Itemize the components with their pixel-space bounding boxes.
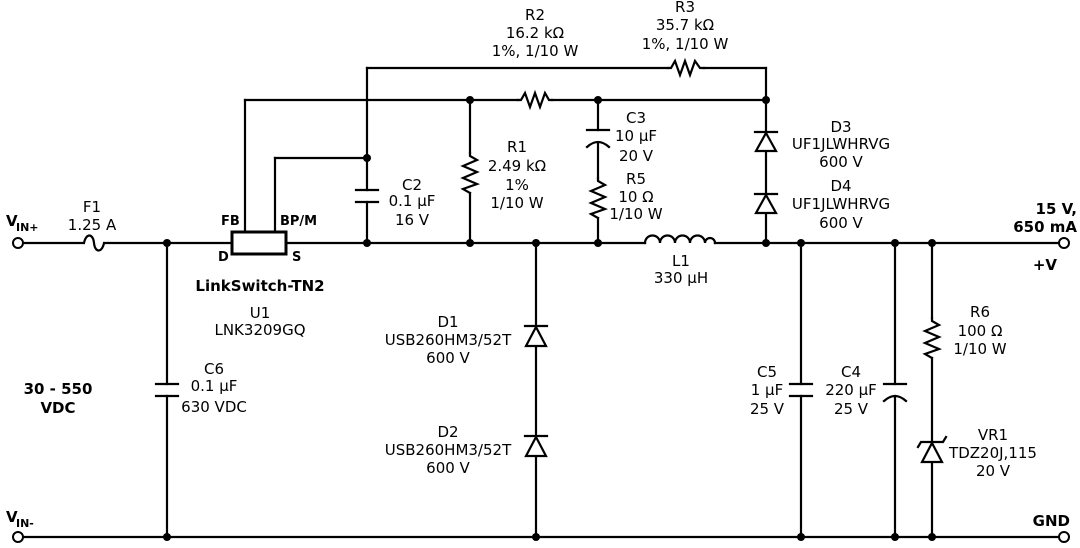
diode-d1 [523,324,549,348]
c2-ref: C2 [402,176,422,194]
capacitor-c2 [354,188,380,204]
r1-tolerance: 1% [505,176,529,194]
resistor-r2 [516,89,554,111]
wires [22,66,1062,539]
c6-rating: 630 VDC [181,398,247,416]
output-current-label: 650 mA [1013,218,1077,236]
ic-pin-s: S [292,250,301,265]
d3-rating: 600 V [819,153,863,171]
l1-ref: L1 [672,252,690,270]
diode-d4 [753,192,779,215]
vr1-part: TDZ20J,115 [948,444,1037,462]
resistor-r6 [922,316,943,360]
r5-power: 1/10 W [609,205,662,223]
d1-rating: 600 V [426,349,470,367]
vin-minus-label: V IN- [6,508,34,530]
c4-value: 220 µF [825,381,877,399]
d1-part: USB260HM3/52T [385,331,512,349]
zener-vr1 [916,435,948,464]
d3-ref: D3 [830,118,851,136]
capacitor-c4 [882,382,908,403]
r3-spec: 1%, 1/10 W [642,35,729,53]
c3-value: 10 µF [615,127,657,145]
diode-d3 [753,130,779,153]
ic-pin-fb: FB [221,214,240,229]
d4-rating: 600 V [819,214,863,232]
ic-part: LNK3209GQ [214,321,305,339]
terminals [12,237,1070,543]
r1-power: 1/10 W [490,194,543,212]
gnd-label: GND [1033,512,1070,530]
r2-value: 16.2 kΩ [506,24,564,42]
input-range-line1: 30 - 550 [24,380,93,398]
c3-rating: 20 V [619,147,654,165]
l1-value: 330 µH [654,269,708,287]
r3-ref: R3 [675,0,695,16]
ic-pin-bp: BP/M [280,214,317,229]
d2-part: USB260HM3/52T [385,441,512,459]
d3-part: UF1JLWHRVG [792,135,890,153]
inductor-l1 [643,234,717,245]
output-voltage-label: 15 V, [1036,200,1077,218]
resistor-r1 [460,151,481,195]
svg-text:V: V [6,508,18,526]
svg-text:V: V [6,212,18,230]
gnd-terminal [1058,531,1070,543]
diode-d2 [523,434,549,458]
r1-ref: R1 [507,138,527,156]
ic-pin-d: D [218,250,229,265]
ic-family: LinkSwitch-TN2 [195,277,324,295]
vin-plus-terminal [12,237,24,249]
r1-value: 2.49 kΩ [488,157,546,175]
junctions [163,96,936,541]
input-range-line2: VDC [40,399,75,417]
vin-minus-terminal [12,531,24,543]
c3-ref: C3 [626,109,646,127]
ic-ref: U1 [250,304,271,322]
r6-ref: R6 [970,303,990,321]
c4-ref: C4 [841,363,861,381]
resistor-r5 [588,176,609,220]
d2-ref: D2 [437,423,458,441]
c4-rating: 25 V [834,400,869,418]
capacitor-c5 [788,382,814,398]
d2-rating: 600 V [426,459,470,477]
vr1-ref: VR1 [978,426,1008,444]
c5-ref: C5 [757,363,777,381]
c6-value: 0.1 µF [191,377,238,395]
capacitor-c6 [154,382,180,398]
r6-value: 100 Ω [958,322,1003,340]
c2-rating: 16 V [395,211,430,229]
fuse-f1 [82,234,106,252]
c5-rating: 25 V [750,400,785,418]
r6-power: 1/10 W [953,340,1006,358]
r2-spec: 1%, 1/10 W [492,42,579,60]
r5-ref: R5 [626,170,646,188]
d1-ref: D1 [437,313,458,331]
f1-value: 1.25 A [68,216,117,234]
c6-ref: C6 [204,360,224,378]
svg-text:IN-: IN- [16,517,34,530]
output-plus-label: +V [1033,256,1058,274]
ic-u1 [230,230,288,256]
vr1-rating: 20 V [976,462,1011,480]
c2-value: 0.1 µF [389,192,436,210]
r2-ref: R2 [525,6,545,24]
d4-part: UF1JLWHRVG [792,195,890,213]
c5-value: 1 µF [751,381,783,399]
svg-text:IN+: IN+ [16,221,39,234]
r3-value: 35.7 kΩ [656,16,714,34]
f1-ref: F1 [83,198,101,216]
capacitor-c3 [585,128,611,149]
resistor-r3 [666,57,706,79]
vout-plus-terminal [1058,237,1070,249]
d4-ref: D4 [830,177,851,195]
vin-plus-label: V IN+ [6,212,39,234]
r5-value: 10 Ω [618,188,653,206]
